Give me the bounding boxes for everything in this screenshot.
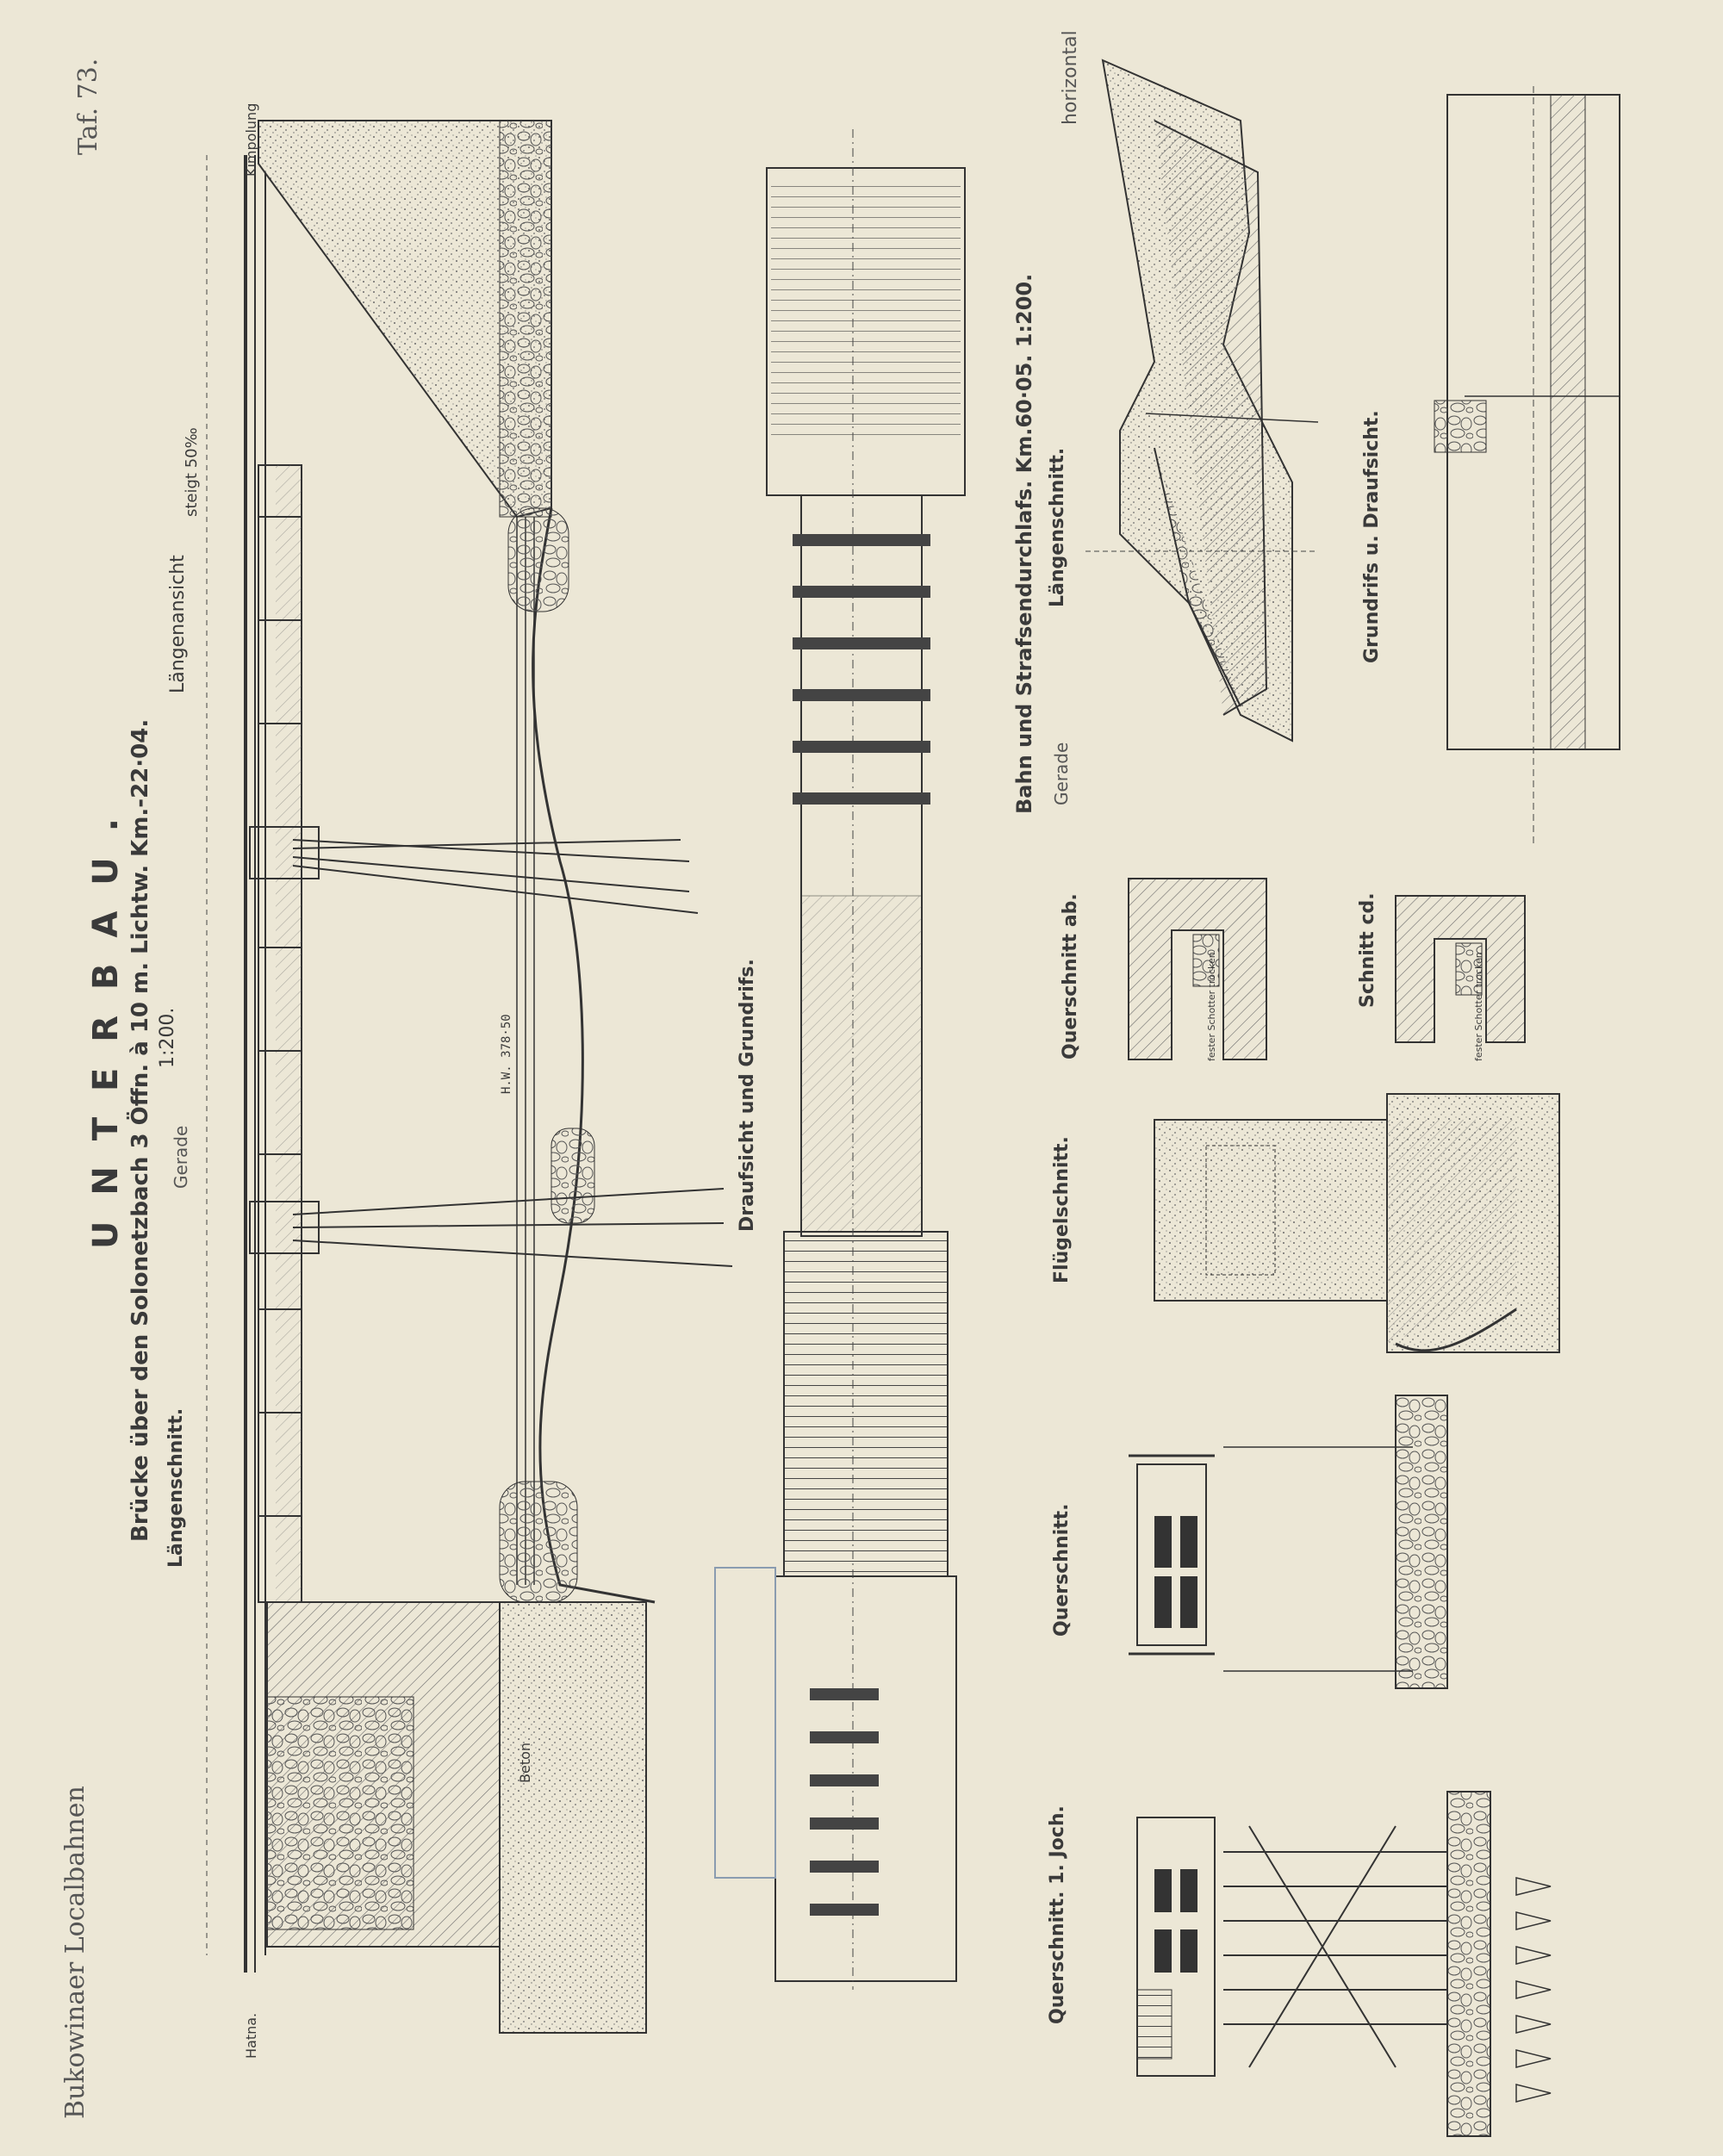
bridge-gradient-label: steigt 50‰ — [183, 427, 201, 517]
wing-section-label: Flügelschnitt. — [1051, 1136, 1073, 1283]
culvert-plan — [1434, 86, 1620, 844]
beton-label: Beton — [517, 1742, 533, 1783]
culvert-horizontal-label: horizontal — [1060, 30, 1081, 125]
bridge-cross-section-label: Querschnitt. — [1051, 1503, 1073, 1637]
bridge-plan — [714, 129, 966, 1990]
culvert-plan-label: Grundrifs u. Draufsicht. — [1361, 410, 1383, 663]
culvert-section-cd-label: Schnitt cd. — [1357, 892, 1378, 1008]
high-water-label: H.W. 378·50 — [500, 1014, 513, 1094]
culvert-section-ab — [1128, 878, 1267, 1060]
bridge-long-view-label: Längenansicht — [167, 555, 189, 693]
culvert-section-cd — [1395, 895, 1526, 1043]
wing-section — [1154, 1093, 1560, 1353]
culvert-title: Bahn und Strafsendurchlafs. Km.60·05. 1:… — [1012, 273, 1036, 814]
bridge-plan-label: Draufsicht und Grundrifs. — [737, 959, 758, 1232]
culvert-long-section — [1085, 59, 1319, 742]
bridge-title: Brücke über den Solonetzbach 3 Öffn. à 1… — [128, 718, 153, 1542]
cross-section-joch-label: Querschnitt. 1. Joch. — [1047, 1805, 1068, 2024]
culvert-section-ab-label: Querschnitt ab. — [1060, 893, 1081, 1059]
page-title: U N T E R B A U . — [86, 811, 126, 1249]
culvert-long-section-label: Längenschnitt. — [1047, 447, 1068, 607]
bridge-long-section — [206, 120, 733, 2034]
series-label: Bukowinaer Localbahnen — [60, 1786, 90, 2119]
culvert-alignment-label: Gerade — [1051, 742, 1072, 805]
bridge-alignment-label: Gerade — [171, 1125, 191, 1189]
bridge-scale: 1:200. — [157, 1007, 178, 1068]
bridge-cross-section — [1129, 1395, 1448, 1689]
fill-note-ab: fester Schotter trocken — [1206, 952, 1217, 1061]
hatna-label: Hatna. — [243, 2012, 259, 2059]
bridge-long-section-label: Längenschnitt. — [165, 1407, 187, 1568]
plate-number: Taf. 73. — [73, 58, 103, 155]
fill-note-cd: fester Schotter trocken — [1473, 952, 1484, 1061]
cross-section-joch — [1136, 1791, 1552, 2137]
kimpolung-label: Kimpolung — [243, 103, 259, 177]
